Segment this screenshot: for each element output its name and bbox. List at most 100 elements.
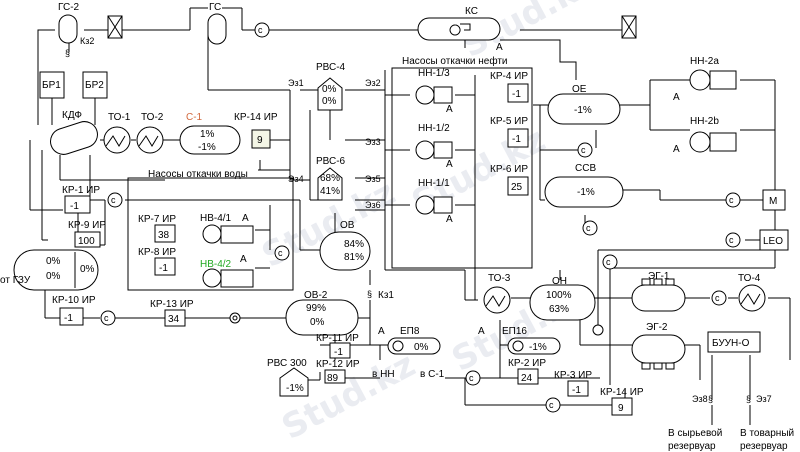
raw-tank-label: В сырьевой xyxy=(668,428,722,439)
m-box: М xyxy=(762,189,786,211)
ccb-vessel: ССВ -1% xyxy=(544,163,624,208)
svg-text:A: A xyxy=(242,213,249,224)
svg-text:ГС: ГС xyxy=(209,2,221,13)
svg-text:НН-1/2: НН-1/2 xyxy=(418,123,450,134)
gs2-vessel: ГС-2 xyxy=(58,2,80,44)
flow-meter-icon: c xyxy=(725,192,741,208)
flow-meter-icon: c xyxy=(545,397,561,413)
on-vessel: ОН 100% 63% xyxy=(529,276,596,321)
svg-text:A: A xyxy=(673,144,680,155)
svg-text:РВС-4: РВС-4 xyxy=(316,62,346,73)
kz1-valve: § Кз1 xyxy=(367,289,394,301)
svg-text:c: c xyxy=(581,145,586,155)
svg-text:Эз3: Эз3 xyxy=(365,137,381,147)
svg-text:89: 89 xyxy=(327,373,339,384)
flow-meter-icon xyxy=(592,324,604,336)
nn2a-pump: НН-2а A xyxy=(673,56,737,103)
ez7-valve: § Эз7 xyxy=(746,394,772,404)
flow-meter-icon xyxy=(229,312,241,324)
flow-meter-icon: c xyxy=(465,370,481,386)
gs-vessel: ГС xyxy=(207,2,227,45)
oe-vessel: ОЕ -1% xyxy=(547,84,621,125)
kr7-controller: КР-7 ИР 38 xyxy=(138,214,176,243)
kr6-controller: КР-6 ИР 25 xyxy=(490,164,529,196)
svg-text:-1%: -1% xyxy=(574,105,592,116)
ov2-vessel: ОВ-2 99% 0% xyxy=(285,290,359,336)
svg-text:КР-11 ИР: КР-11 ИР xyxy=(316,333,359,344)
svg-text:A: A xyxy=(240,254,247,265)
svg-text:A: A xyxy=(446,159,453,170)
buun-unit: БУУН-О xyxy=(707,331,761,353)
kr4-controller: КР-4 ИР -1 xyxy=(490,71,529,103)
commercial-tank-label: В товарный xyxy=(740,428,794,439)
svg-text:81%: 81% xyxy=(344,252,364,263)
svg-text:БР1: БР1 xyxy=(42,80,61,91)
svg-text:КР-10 ИР: КР-10 ИР xyxy=(52,295,96,306)
kr11-controller: КР-11 ИР -1 xyxy=(316,333,359,359)
svg-text:КР-3 ИР: КР-3 ИР xyxy=(554,370,592,381)
ez8-valve: Эз8 § xyxy=(692,394,713,404)
kr5-controller: КР-5 ИР -1 xyxy=(490,116,529,148)
nn13-pump: НН-1/3 A xyxy=(415,68,453,115)
svg-text:КР-8 ИР: КР-8 ИР xyxy=(138,247,176,258)
pipelines xyxy=(22,7,791,425)
svg-text:c: c xyxy=(278,248,283,258)
svg-text:100%: 100% xyxy=(546,290,572,301)
kr13-controller: КР-13 ИР 34 xyxy=(150,299,194,327)
svg-text:-1%: -1% xyxy=(529,342,547,353)
svg-text:-1%: -1% xyxy=(577,187,595,198)
svg-text:c: c xyxy=(729,195,734,205)
svg-text:84%: 84% xyxy=(344,239,364,250)
kr14-controller: КР-14 ИР 9 xyxy=(234,112,278,149)
nn11-pump: НН-1/1 A xyxy=(415,178,453,225)
to-c1-label: в С-1 xyxy=(420,369,445,380)
svg-text:-1: -1 xyxy=(159,263,168,274)
svg-text:НВ-4/1: НВ-4/1 xyxy=(200,213,232,224)
svg-text:LEO: LEO xyxy=(763,236,783,247)
svg-text:ТО-2: ТО-2 xyxy=(141,112,164,123)
svg-text:A: A xyxy=(378,326,385,337)
svg-text:НН-2b: НН-2b xyxy=(690,116,719,127)
kr12-controller: КР-12 ИР 89 xyxy=(316,359,360,384)
flow-meter-icon: c xyxy=(711,290,727,306)
svg-text:Эз7: Эз7 xyxy=(756,394,772,404)
flow-meter-icon: c xyxy=(582,220,598,236)
svg-text:Эз6: Эз6 xyxy=(365,200,381,210)
svg-text:ОН: ОН xyxy=(552,276,567,287)
to4-heat-exchanger: ТО-4 xyxy=(738,273,766,312)
svg-text:КР-13 ИР: КР-13 ИР xyxy=(150,299,194,310)
kr10-controller: КР-10 ИР -1 xyxy=(52,295,96,326)
svg-text:0%: 0% xyxy=(310,317,325,328)
svg-text:24: 24 xyxy=(521,373,533,384)
svg-text:100: 100 xyxy=(78,236,95,247)
to-nn-label: в НН xyxy=(372,369,395,380)
svg-text:КР-6 ИР: КР-6 ИР xyxy=(490,164,528,175)
c1-separator: С-1 1% -1% xyxy=(179,112,241,155)
kr1-controller: КР-1 ИР -1 xyxy=(62,185,100,214)
svg-text:A: A xyxy=(446,104,453,115)
svg-text:-1: -1 xyxy=(512,134,521,145)
svg-text:Эз2: Эз2 xyxy=(365,78,381,88)
svg-text:Эз1: Эз1 xyxy=(288,78,304,88)
svg-text:С-1: С-1 xyxy=(186,112,203,123)
svg-text:c: c xyxy=(715,293,720,303)
svg-text:§: § xyxy=(746,394,751,404)
svg-text:§: § xyxy=(65,48,70,58)
svg-text:0%: 0% xyxy=(322,84,337,95)
svg-text:КР-5 ИР: КР-5 ИР xyxy=(490,116,528,127)
kr8-controller: КР-8 ИР -1 xyxy=(138,247,176,276)
svg-text:99%: 99% xyxy=(306,303,326,314)
commercial-tank-label: резервуар xyxy=(740,441,788,452)
flow-meter-icon: c xyxy=(100,310,116,326)
br2-tank: БР2 xyxy=(82,71,108,99)
svg-text:A: A xyxy=(446,214,453,225)
leo-box: LEO xyxy=(759,229,789,251)
svg-text:c: c xyxy=(549,400,554,410)
svg-text:ТО-3: ТО-3 xyxy=(488,273,511,284)
kr3-controller: КР-3 ИР -1 xyxy=(554,370,592,397)
flow-meter-icon: c xyxy=(254,22,270,38)
svg-text:РВС 300: РВС 300 xyxy=(267,358,307,369)
svg-text:ЭГ-1: ЭГ-1 xyxy=(648,271,670,282)
svg-text:НН-1/1: НН-1/1 xyxy=(418,178,450,189)
svg-text:КР-14 ИР: КР-14 ИР xyxy=(234,112,278,123)
